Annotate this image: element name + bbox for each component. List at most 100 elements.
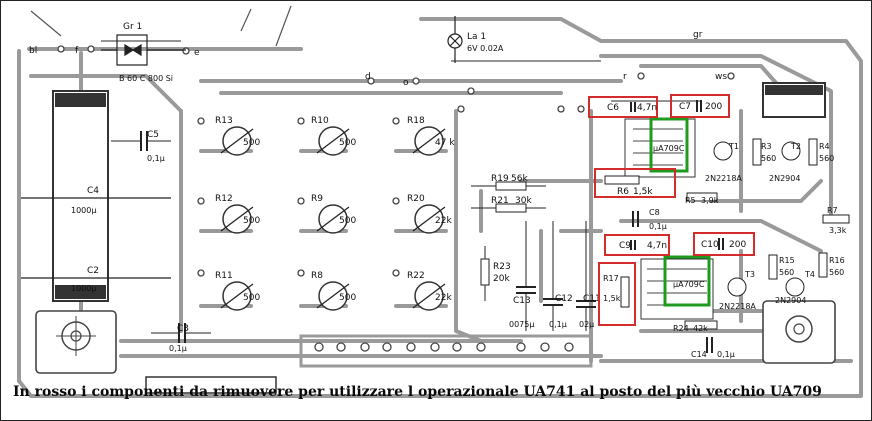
figure-caption: In rosso i componenti da rimuovere per u… (13, 384, 822, 400)
cap-c13-value: 0075μ (509, 320, 534, 329)
remove-r17-ref: R17 (603, 274, 619, 283)
left-transistor-mount (35, 310, 117, 374)
opamp-lower-highlight (663, 255, 711, 307)
cap-c13-ref: C13 (513, 296, 531, 306)
remove-box-c9: C9 4,7n (604, 234, 670, 256)
pot-value-label: 500 (243, 138, 260, 148)
t1-label: T1 (728, 142, 739, 151)
left-capacitors: C5 0,1μ C4 1000μ C2 1000μ C3 0,1μ (71, 130, 211, 353)
cap-c5-value: 0,1μ (147, 154, 165, 163)
pot-arrow (220, 283, 254, 309)
pot-value-label: 500 (339, 216, 356, 226)
cap-c11-value: 02μ (579, 320, 594, 329)
t2-type: 2N2904 (769, 174, 800, 183)
r16-value: 560 (829, 268, 844, 277)
remove-r6-value: 1,5k (633, 187, 653, 197)
cap-c8: C8 0,1μ (632, 208, 667, 231)
pot-ref-label: R9 (311, 194, 323, 204)
label-d: d (365, 72, 371, 82)
opamp-lower-label: µA709C (673, 280, 705, 289)
pot-arrow (220, 206, 254, 232)
cap-c2-value: 1000μ (71, 284, 96, 293)
remove-c7-value: 200 (705, 102, 722, 112)
label-e: e (194, 48, 200, 58)
r24-ref: R24 (673, 324, 689, 333)
pot-value-label: 500 (339, 138, 356, 148)
remove-c9-value: 4,7n (647, 241, 667, 251)
c14-ref: C14 (691, 350, 707, 359)
pot-value-label: 22k (435, 216, 452, 226)
pot-value-label: 500 (339, 293, 356, 303)
transistor-t3: T3 2N2218A (719, 270, 756, 311)
cap-c4-ref: C4 (87, 186, 99, 196)
t1-type: 2N2218A (705, 174, 742, 183)
t3-label: T3 (744, 270, 755, 279)
right-parts: T1 2N2218A T2 2N2904 R3 560 R4 560 R5 3,… (632, 138, 850, 359)
r7-value: 3,3k (829, 226, 847, 235)
cap-c4-value: 1000μ (71, 206, 96, 215)
left-heatsink (21, 90, 171, 302)
right-heatsink (762, 82, 826, 118)
cap-c5: C5 0,1μ (111, 130, 171, 163)
mid-capacitors: C13 0075μ C12 0,1μ C11 02μ (509, 221, 601, 331)
lamp-ref: La 1 (467, 32, 486, 42)
resistor-r19: R19 56k (471, 174, 546, 191)
label-ws: ws (715, 72, 727, 82)
remove-box-c6: C6 4,7n (588, 96, 658, 118)
cap-c5-ref: C5 (147, 130, 159, 140)
remove-markers: C6 4,7n C7 200 R6 1,5k C9 4,7n C10 (588, 94, 755, 326)
opamp-lower: µA709C (640, 255, 714, 320)
r3-value: 560 (761, 154, 776, 163)
resistor-r19-label: R19 (491, 174, 509, 184)
pot-r10: R10 500 (311, 116, 356, 156)
pot-arrow (220, 128, 254, 154)
label-gr: gr (693, 30, 703, 40)
resistor-r4: R4 560 (808, 138, 834, 166)
opamp-upper: µA709C (624, 117, 696, 178)
cap-c4: C4 1000μ (71, 186, 99, 215)
pot-ref-label: R20 (407, 194, 425, 204)
lamp-symbol (447, 16, 463, 63)
transistor-t1: T1 2N2218A (705, 141, 742, 183)
pot-arrow (412, 283, 446, 309)
remove-box-c7: C7 200 (670, 94, 730, 118)
cap-c2-ref: C2 (87, 266, 99, 276)
remove-box-c10: C10 200 (693, 232, 755, 256)
rectifier-rating: B 60 C 800 Si (119, 74, 173, 83)
r15-ref: R15 (779, 256, 795, 265)
label-o: o (403, 78, 409, 88)
resistor-r3: R3 560 (752, 138, 776, 166)
resistor-r15: R15 560 (768, 254, 795, 280)
resistor-r21-label: R21 (491, 196, 509, 206)
remove-c6-ref: C6 (607, 103, 619, 113)
resistor-r19-value: 56k (511, 174, 528, 184)
rectifier-ref: Gr 1 (123, 22, 142, 32)
r7-ref: R7 (827, 206, 838, 215)
label-f: f (75, 46, 79, 56)
pot-ref-label: R10 (311, 116, 329, 126)
cap-c12: C12 0,1μ (543, 221, 573, 331)
resistor-r7: R7 3,3k (822, 206, 850, 235)
resistor-r21-value: 30k (515, 196, 532, 206)
pot-value-label: 22k (435, 293, 452, 303)
pot-r18: R18 47 k (407, 116, 455, 156)
pot-arrow (412, 128, 446, 154)
resistor-r16: R16 560 (818, 252, 845, 278)
pot-r9: R9 500 (311, 194, 356, 234)
r4-ref: R4 (819, 142, 830, 151)
pot-ref-label: R22 (407, 271, 425, 281)
pot-ref-label: R18 (407, 116, 425, 126)
pot-ref-label: R8 (311, 271, 323, 281)
remove-c9-ref: C9 (619, 241, 631, 251)
cap-c11: C11 02μ (576, 221, 601, 331)
pot-r20: R20 22k (407, 194, 452, 234)
pot-value-label: 47 k (435, 138, 455, 148)
pot-r22: R22 22k (407, 271, 452, 311)
mid-resistors: R19 56k R21 30k R23 20k (471, 174, 546, 301)
cap-c3-value: 0,1μ (169, 344, 187, 353)
